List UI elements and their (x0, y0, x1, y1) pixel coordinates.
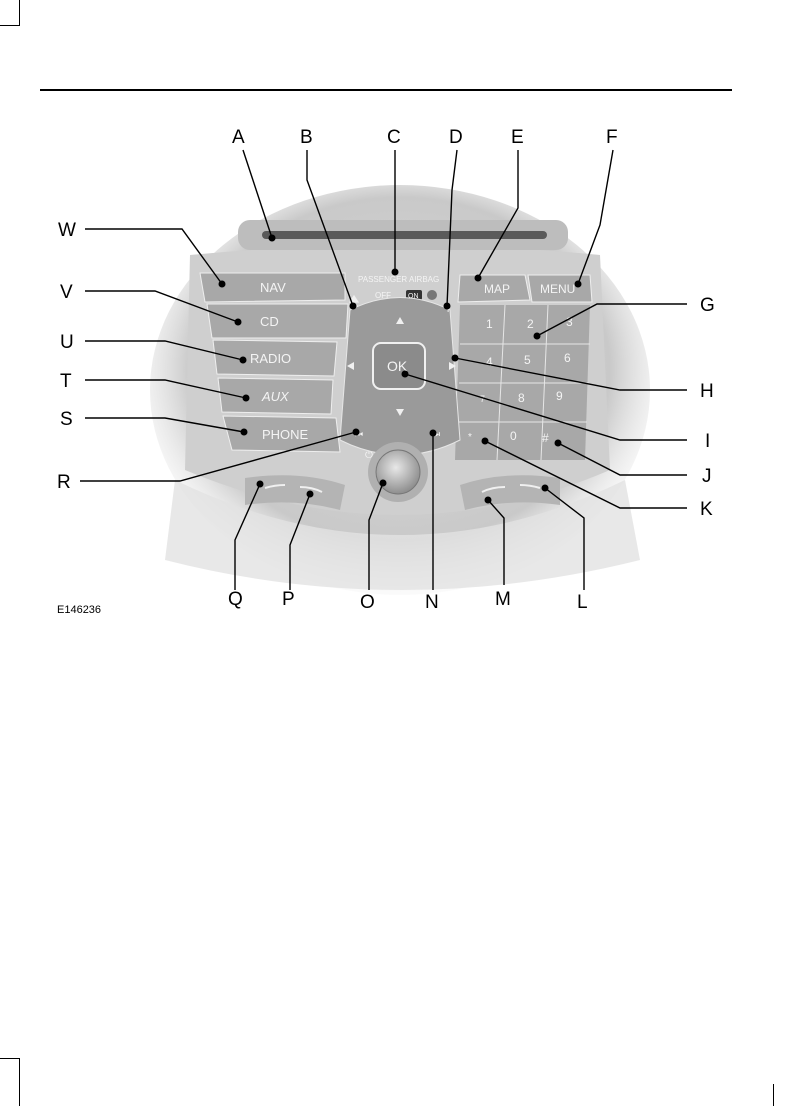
leader-lines (80, 149, 687, 590)
crop-mark-bottom-left-v (19, 1058, 20, 1106)
callout-d: D (449, 127, 463, 148)
callout-l: L (577, 592, 588, 613)
ok-label: OK (387, 358, 408, 374)
callout-k: K (700, 499, 713, 520)
callout-g: G (700, 295, 715, 316)
callout-o: O (360, 592, 375, 613)
source-buttons (199, 272, 349, 453)
key-0[interactable]: 0 (510, 429, 517, 443)
radio-button[interactable]: RADIO (250, 351, 291, 366)
callout-m: M (495, 589, 511, 610)
aux-button[interactable]: AUX (261, 389, 290, 404)
callout-j: J (702, 466, 712, 487)
airbag-label: PASSENGER AIRBAG (358, 275, 439, 284)
callout-v: V (60, 282, 73, 303)
keypad-keys[interactable]: 1 2 3 4 5 6 7 8 9 * 0 # (468, 315, 573, 445)
key-1[interactable]: 1 (486, 317, 493, 331)
cd-slot (238, 220, 568, 250)
key-9[interactable]: 9 (556, 389, 563, 403)
info-icon[interactable]: i (447, 304, 449, 315)
crop-mark-top-left-h (0, 25, 20, 26)
crop-mark-bottom-left-h (0, 1058, 20, 1059)
callout-h: H (700, 381, 714, 402)
callout-q: Q (228, 589, 243, 610)
callout-b: B (300, 127, 313, 148)
map-button[interactable]: MAP (484, 282, 510, 296)
callout-w: W (58, 220, 76, 241)
airbag-icon (427, 290, 437, 300)
crop-mark-top-left-v (19, 0, 20, 26)
key-5[interactable]: 5 (524, 353, 531, 367)
callout-f: F (606, 127, 618, 148)
volume-knob[interactable]: ⏻ (365, 442, 428, 502)
callout-c: C (387, 127, 401, 148)
airbag-off-label: OFF (375, 291, 391, 300)
callout-i: I (705, 431, 710, 452)
down-arrow-icon[interactable] (396, 409, 404, 416)
right-bottom-button-1[interactable] (481, 486, 506, 493)
key-8[interactable]: 8 (518, 391, 525, 405)
callout-a: A (232, 127, 245, 148)
callout-e: E (511, 127, 524, 148)
seek-back-icon[interactable]: ⏮ (355, 429, 363, 439)
key-4[interactable]: 4 (486, 355, 493, 369)
key-hash[interactable]: # (542, 431, 549, 445)
nav-button[interactable]: NAV (260, 280, 286, 295)
key-6[interactable]: 6 (564, 351, 571, 365)
callout-p: P (282, 589, 295, 610)
ok-button[interactable] (372, 342, 426, 390)
phone-button[interactable]: PHONE (262, 427, 309, 442)
header-rule (40, 89, 732, 91)
menu-button[interactable]: MENU (540, 282, 575, 296)
up-arrow-icon[interactable] (396, 317, 404, 324)
key-star[interactable]: * (468, 432, 472, 443)
callout-t: T (60, 371, 72, 392)
key-7[interactable]: 7 (480, 394, 485, 404)
left-arrow-icon[interactable] (347, 362, 354, 370)
callout-s: S (60, 409, 73, 430)
navigation-pad[interactable]: i ⏮ ⏭ (339, 294, 461, 456)
figure-reference: E146236 (57, 604, 101, 616)
callout-n: N (425, 592, 439, 613)
callout-r: R (57, 472, 71, 493)
key-3[interactable]: 3 (566, 315, 573, 329)
right-bottom-button-2[interactable] (519, 484, 541, 489)
callout-u: U (60, 332, 74, 353)
right-arrow-icon[interactable] (449, 362, 456, 370)
left-bottom-button-2[interactable] (299, 486, 323, 493)
callout-labels: A B C D E F G H I J K L M N O P Q R S T … (57, 127, 715, 613)
cd-button[interactable]: CD (260, 314, 279, 329)
key-2[interactable]: 2 (527, 317, 534, 331)
crop-mark-bottom-right-v (773, 1084, 774, 1106)
left-bottom-button-1[interactable] (264, 484, 286, 489)
power-icon: ⏻ (365, 450, 373, 461)
airbag-on-label: ON (408, 293, 419, 300)
